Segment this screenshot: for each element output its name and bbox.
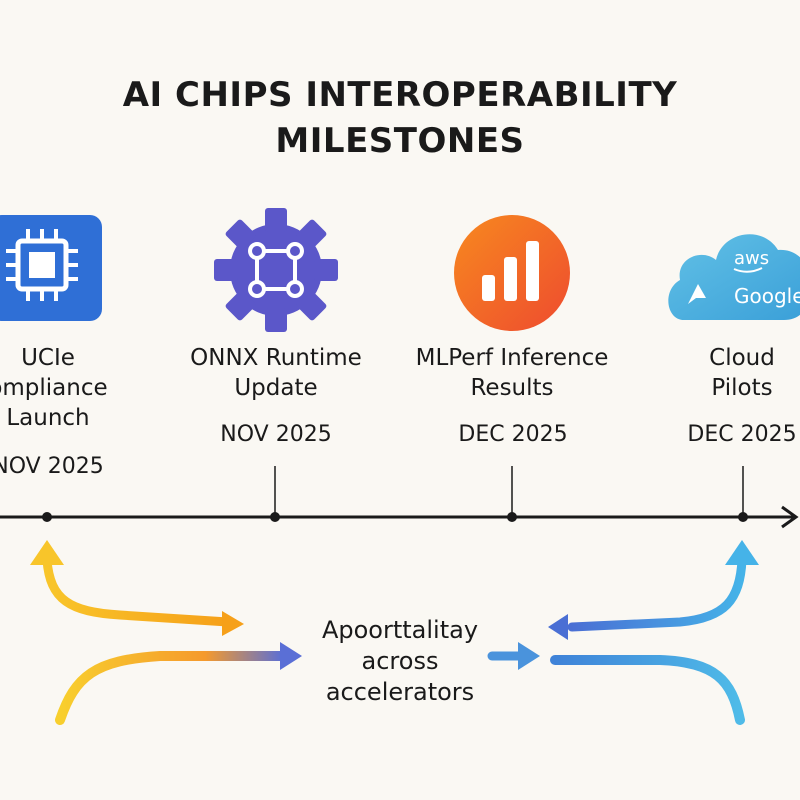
gear-network-icon (214, 208, 338, 332)
milestone-4-date: DEC 2025 (687, 422, 797, 447)
milestone-3-label: MLPerf Inference Results (415, 345, 609, 401)
cloud-providers-icon: aws Google (668, 234, 800, 320)
timeline-ticks (274, 466, 744, 517)
milestone-2-label: ONNX Runtime Update (190, 345, 362, 401)
diagram-title: AI CHIPS INTEROPERABILITY MILESTONES (0, 72, 800, 164)
title-line-2: MILESTONES (275, 121, 525, 161)
bar-chart-icon (454, 215, 570, 331)
aws-logo-text: aws (734, 248, 769, 269)
milestone-3-date: DEC 2025 (458, 422, 568, 447)
center-caption: Apoorttalitay across accelerators (321, 616, 479, 706)
flow-arrow-top-right (567, 555, 747, 632)
flow-arrow-bottom-right (550, 655, 745, 725)
timeline-marker-2 (270, 512, 280, 522)
google-logo-text: Google (734, 284, 800, 308)
milestone-4-label: Cloud Pilots (709, 345, 775, 401)
flow-arrow-top-left (42, 555, 233, 627)
chip-icon (0, 215, 102, 321)
milestone-1-label: UCIe ompliance Launch (0, 345, 108, 431)
title-line-1: AI CHIPS INTEROPERABILITY (122, 75, 678, 115)
azure-logo-mark (688, 284, 706, 304)
timeline-marker-3 (507, 512, 517, 522)
milestone-1-date: NOV 2025 (0, 454, 104, 479)
timeline-marker-1 (42, 512, 52, 522)
flow-arrow-bottom-left (55, 651, 288, 725)
timeline-axis (0, 505, 799, 529)
timeline-marker-4 (738, 512, 748, 522)
milestone-2-date: NOV 2025 (220, 422, 332, 447)
